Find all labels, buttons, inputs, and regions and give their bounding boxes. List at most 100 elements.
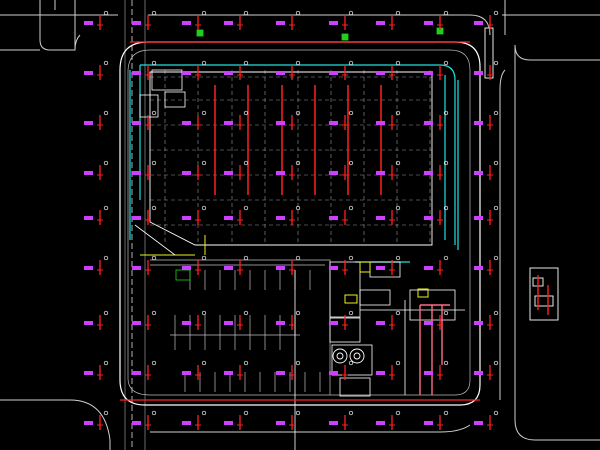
- callout-marker: [493, 205, 499, 211]
- equipment-yellow: [140, 235, 429, 304]
- callout-tag: [329, 21, 338, 25]
- callout-tag: [276, 121, 285, 125]
- callout-tag: [276, 266, 285, 270]
- callout-marker: [348, 60, 354, 66]
- callout-tag: [376, 71, 385, 75]
- callout-marker: [443, 410, 449, 416]
- callout-tag: [182, 266, 191, 270]
- callout-tag: [132, 266, 141, 270]
- callout-tag: [474, 266, 483, 270]
- callout-marker: [243, 110, 249, 116]
- callout-tag: [132, 171, 141, 175]
- callout-marker: [103, 110, 109, 116]
- callout-tag: [224, 171, 233, 175]
- callout-tag: [224, 121, 233, 125]
- callout-marker: [243, 205, 249, 211]
- callout-tag: [474, 21, 483, 25]
- callout-marker: [151, 160, 157, 166]
- callout-tag: [84, 171, 93, 175]
- callout-marker: [493, 360, 499, 366]
- building-outline: [119, 41, 481, 406]
- callout-marker: [201, 255, 207, 261]
- left-office-block: [134, 69, 186, 256]
- callout-tag: [224, 21, 233, 25]
- callout-tag: [424, 216, 433, 220]
- callout-tag: [132, 21, 141, 25]
- column-markers: [97, 15, 493, 430]
- callout-tag: [132, 71, 141, 75]
- callout-tag: [474, 216, 483, 220]
- callout-marker: [151, 360, 157, 366]
- callout-tag: [132, 321, 141, 325]
- callout-tag: [182, 21, 191, 25]
- callout-marker: [243, 255, 249, 261]
- callout-tag: [474, 121, 483, 125]
- callout-marker: [443, 160, 449, 166]
- callout-tag: [424, 21, 433, 25]
- callout-marker: [493, 310, 499, 316]
- callout-marker: [103, 410, 109, 416]
- callout-tag: [329, 371, 338, 375]
- callout-tag: [329, 171, 338, 175]
- callout-marker: [348, 410, 354, 416]
- callout-marker: [103, 205, 109, 211]
- callout-marker: [395, 10, 401, 16]
- callout-marker: [443, 10, 449, 16]
- callout-tags: [84, 10, 499, 425]
- callout-marker: [151, 205, 157, 211]
- callout-marker: [348, 310, 354, 316]
- callout-tag: [182, 321, 191, 325]
- callout-marker: [103, 255, 109, 261]
- callout-marker: [151, 10, 157, 16]
- callout-marker: [348, 10, 354, 16]
- callout-tag: [132, 121, 141, 125]
- callout-marker: [295, 10, 301, 16]
- callout-tag: [132, 371, 141, 375]
- callout-marker: [151, 110, 157, 116]
- callout-marker: [243, 310, 249, 316]
- callout-marker: [295, 255, 301, 261]
- callout-tag: [224, 371, 233, 375]
- callout-marker: [295, 205, 301, 211]
- callout-tag: [84, 21, 93, 25]
- callout-tag: [424, 121, 433, 125]
- callout-marker: [395, 60, 401, 66]
- callout-tag: [474, 171, 483, 175]
- callout-marker: [243, 410, 249, 416]
- callout-marker: [201, 205, 207, 211]
- callout-marker: [295, 60, 301, 66]
- callout-tag: [84, 371, 93, 375]
- callout-marker: [395, 410, 401, 416]
- callout-marker: [493, 10, 499, 16]
- callout-marker: [493, 60, 499, 66]
- callout-marker: [443, 205, 449, 211]
- callout-tag: [84, 121, 93, 125]
- utility-panel: [484, 27, 559, 321]
- callout-marker: [201, 410, 207, 416]
- callout-tag: [276, 71, 285, 75]
- callout-tag: [329, 121, 338, 125]
- callout-marker: [243, 360, 249, 366]
- callout-tag: [84, 71, 93, 75]
- callout-tag: [276, 21, 285, 25]
- callout-marker: [243, 10, 249, 16]
- callout-tag: [224, 266, 233, 270]
- callout-marker: [201, 310, 207, 316]
- callout-tag: [84, 421, 93, 425]
- callout-tag: [329, 321, 338, 325]
- callout-marker: [201, 60, 207, 66]
- callout-tag: [276, 171, 285, 175]
- callout-marker: [443, 310, 449, 316]
- callout-marker: [151, 410, 157, 416]
- callout-marker: [395, 255, 401, 261]
- callout-marker: [201, 160, 207, 166]
- callout-marker: [295, 110, 301, 116]
- callout-marker: [243, 160, 249, 166]
- callout-tag: [376, 321, 385, 325]
- callout-tag: [424, 371, 433, 375]
- callout-tag: [276, 321, 285, 325]
- perimeter-columns: [120, 41, 480, 401]
- callout-marker: [348, 160, 354, 166]
- callout-tag: [132, 216, 141, 220]
- callout-marker: [201, 110, 207, 116]
